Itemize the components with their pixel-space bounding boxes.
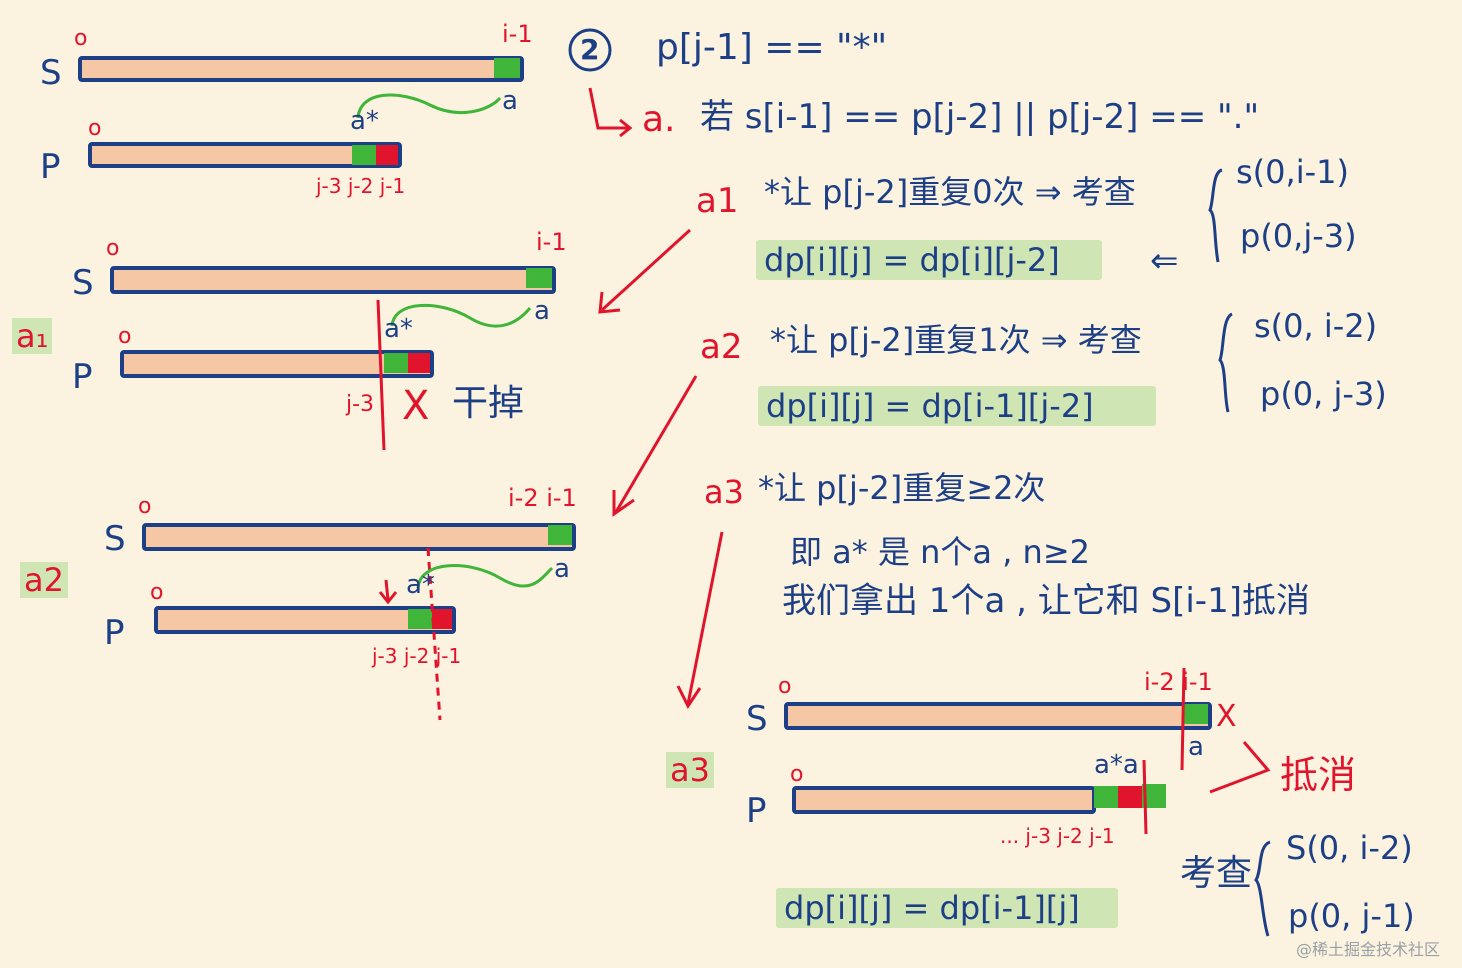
d1-astar: a*	[350, 106, 379, 136]
cut-line-2	[376, 299, 386, 451]
p-bar-1	[88, 142, 402, 168]
a3-line3: 我们拿出 1个a , 让它和 S[i-1]抵消	[782, 581, 1310, 621]
diagram-3-bars	[142, 523, 576, 721]
watermark: @稀土掘金技术社区	[1296, 940, 1441, 959]
a3-check-p: p(0, j-1)	[1288, 897, 1415, 935]
d3-a: a	[554, 554, 570, 584]
a1-line: *让 p[j-2]重复0次 ⇒ 考查	[764, 173, 1136, 211]
a1-label: a1	[696, 181, 739, 221]
d4-x: X	[1216, 699, 1237, 734]
a3-formula: dp[i][j] = dp[i-1][j]	[776, 888, 1118, 928]
a3-line: *让 p[j-2]重复≥2次	[758, 469, 1046, 507]
s-bar-4	[784, 702, 1212, 730]
a2-check-p: p(0, j-3)	[1260, 375, 1387, 413]
a1-check-s: s(0,i-1)	[1236, 153, 1349, 191]
diagram-2-bars	[110, 266, 556, 451]
d4-s-label: S	[746, 699, 768, 739]
side-label-a2: a2	[20, 562, 68, 598]
a1-check-p: p(0,j-3)	[1240, 217, 1357, 255]
s-bar-1-last	[494, 58, 520, 78]
p-bar-4	[792, 786, 1096, 814]
d1-a: a	[502, 86, 518, 116]
a3-check-s: S(0, i-2)	[1286, 829, 1413, 867]
diagram-4-bars	[784, 667, 1271, 835]
d3-astar: a*	[406, 570, 435, 600]
d2-remove: 干掉	[452, 383, 525, 424]
d3-s-zero: o	[138, 494, 152, 519]
arrow-a3	[686, 531, 724, 705]
side-label-a3: a3	[666, 752, 714, 788]
d1-indices: j-3 j-2 j-1	[316, 174, 406, 198]
d2-p-label: P	[72, 357, 93, 397]
arrow-case-a	[588, 87, 628, 130]
d1-p-zero: o	[88, 116, 102, 141]
a3-cancel-label: 抵消	[1280, 753, 1357, 797]
a3-check-label: 考查	[1180, 853, 1253, 894]
s-bar-2	[110, 266, 556, 294]
arrow-a2	[614, 375, 698, 513]
d4-astar-a: a*a	[1094, 750, 1139, 780]
d3-s-label: S	[104, 519, 126, 559]
s-bar-1	[78, 56, 524, 82]
case-a-condition: 若 s[i-1] == p[j-2] || p[j-2] == "."	[700, 97, 1260, 137]
d3-p-zero: o	[150, 580, 164, 605]
d3-p-label: P	[104, 613, 125, 653]
d1-p-label: P	[40, 147, 61, 187]
a2-line: *让 p[j-2]重复1次 ⇒ 考查	[770, 321, 1142, 359]
d2-a: a	[534, 296, 550, 326]
d4-s-zero: o	[778, 674, 792, 699]
d1-s-zero: o	[74, 26, 88, 51]
d2-s-label: S	[72, 263, 94, 303]
a2-formula: dp[i][j] = dp[i-1][j-2]	[758, 386, 1156, 426]
d3-indices: j-3 j-2 j-1	[372, 644, 462, 668]
p-bar-2	[120, 350, 434, 378]
a1-formula: dp[i][j] = dp[i][j-2]	[756, 240, 1102, 280]
d2-j3: j-3	[346, 392, 375, 417]
s-bar-3	[142, 523, 576, 551]
side-label-a1: a₁	[12, 318, 53, 354]
d4-p-zero: o	[790, 762, 804, 787]
arrow-a1	[600, 228, 692, 312]
a2-check-s: s(0, i-2)	[1254, 307, 1378, 345]
d4-a: a	[1188, 732, 1204, 762]
a3-label: a3	[704, 473, 744, 511]
d1-s-i1: i-1	[502, 20, 533, 48]
link-1	[356, 93, 502, 119]
title-condition: p[j-1] == "*"	[656, 27, 888, 68]
d2-s-zero: o	[106, 236, 120, 261]
d2-astar: a*	[384, 314, 413, 344]
case-a-label: a.	[642, 99, 676, 140]
implied-by-arrow: ⇐	[1150, 241, 1179, 281]
d4-indices: ... j-3 j-2 j-1	[1000, 824, 1115, 848]
d3-s-i2i1: i-2 i-1	[508, 484, 577, 512]
cancel-bracket	[1209, 741, 1271, 794]
d1-s-label: S	[40, 53, 62, 93]
a3-line2: 即 a* 是 n个a , n≥2	[790, 533, 1090, 571]
d4-s-i2i1: i-2 i-1	[1144, 668, 1213, 696]
p-bar-3	[154, 606, 456, 634]
d2-s-i1: i-1	[536, 228, 567, 256]
a2-label: a2	[700, 327, 743, 367]
case-number: 2	[580, 33, 600, 66]
p-bar-1-green	[352, 145, 376, 165]
d4-p-label: P	[746, 791, 767, 831]
d2-x: X	[402, 383, 430, 429]
diagram-1-bars	[78, 56, 524, 168]
d2-p-zero: o	[118, 324, 132, 349]
p-bar-1-red	[376, 145, 398, 165]
